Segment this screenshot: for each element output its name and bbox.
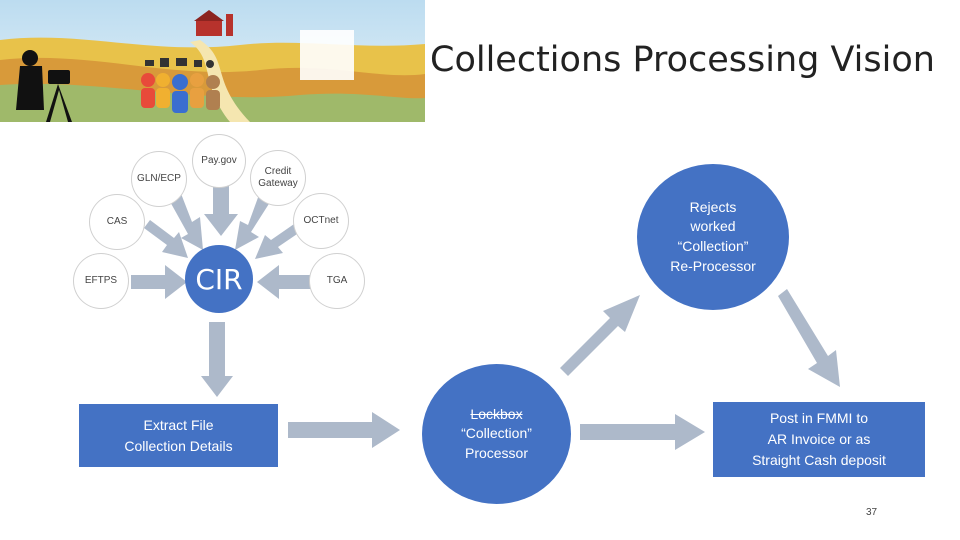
silhouette-camera-operator-icon	[16, 50, 72, 122]
arrow-tga-to-cir	[257, 265, 312, 299]
node-cir: CIR	[185, 245, 253, 313]
arrow-paygov-to-cir	[204, 184, 238, 236]
device-icons	[145, 58, 214, 68]
node-cas-label: CAS	[106, 216, 128, 227]
arrow-eftps-to-cir	[131, 265, 187, 299]
page-title: Collections Processing Vision	[430, 40, 935, 80]
node-gln-ecp-label: GLN/ECP	[137, 173, 181, 184]
node-tga-label: TGA	[326, 275, 348, 286]
arrow-cir-to-extract	[201, 322, 233, 397]
node-cas: CAS	[90, 195, 144, 249]
arrow-rejects-to-post	[778, 289, 840, 387]
node-paygov: Pay.gov	[193, 135, 245, 187]
people-figures-icon	[141, 73, 220, 113]
node-octnet-label: OCTnet	[303, 215, 339, 226]
arrow-gln-to-cir	[168, 191, 203, 250]
node-lockbox-label: Lockbox“Collection”Processor	[461, 405, 532, 461]
node-lockbox-processor: Lockbox“Collection”Processor	[422, 364, 571, 504]
barn-icon	[194, 10, 233, 36]
node-gln-ecp: GLN/ECP	[132, 152, 186, 206]
arrow-extract-to-lockbox	[288, 412, 400, 448]
page-number: 37	[866, 507, 878, 518]
node-eftps-label: EFTPS	[84, 275, 118, 286]
arrow-credit-gateway-to-cir	[235, 192, 272, 250]
node-eftps: EFTPS	[74, 254, 128, 308]
node-octnet: OCTnet	[294, 194, 348, 248]
arrow-lockbox-to-rejects	[560, 295, 640, 376]
arrow-cas-to-cir	[144, 220, 188, 258]
header-banner-illustration	[0, 0, 425, 122]
node-tga: TGA	[310, 254, 364, 308]
arrow-octnet-to-cir	[255, 222, 303, 259]
arrow-lockbox-to-post	[580, 414, 705, 450]
node-paygov-label: Pay.gov	[201, 155, 237, 166]
node-cir-label: CIR	[195, 262, 243, 296]
